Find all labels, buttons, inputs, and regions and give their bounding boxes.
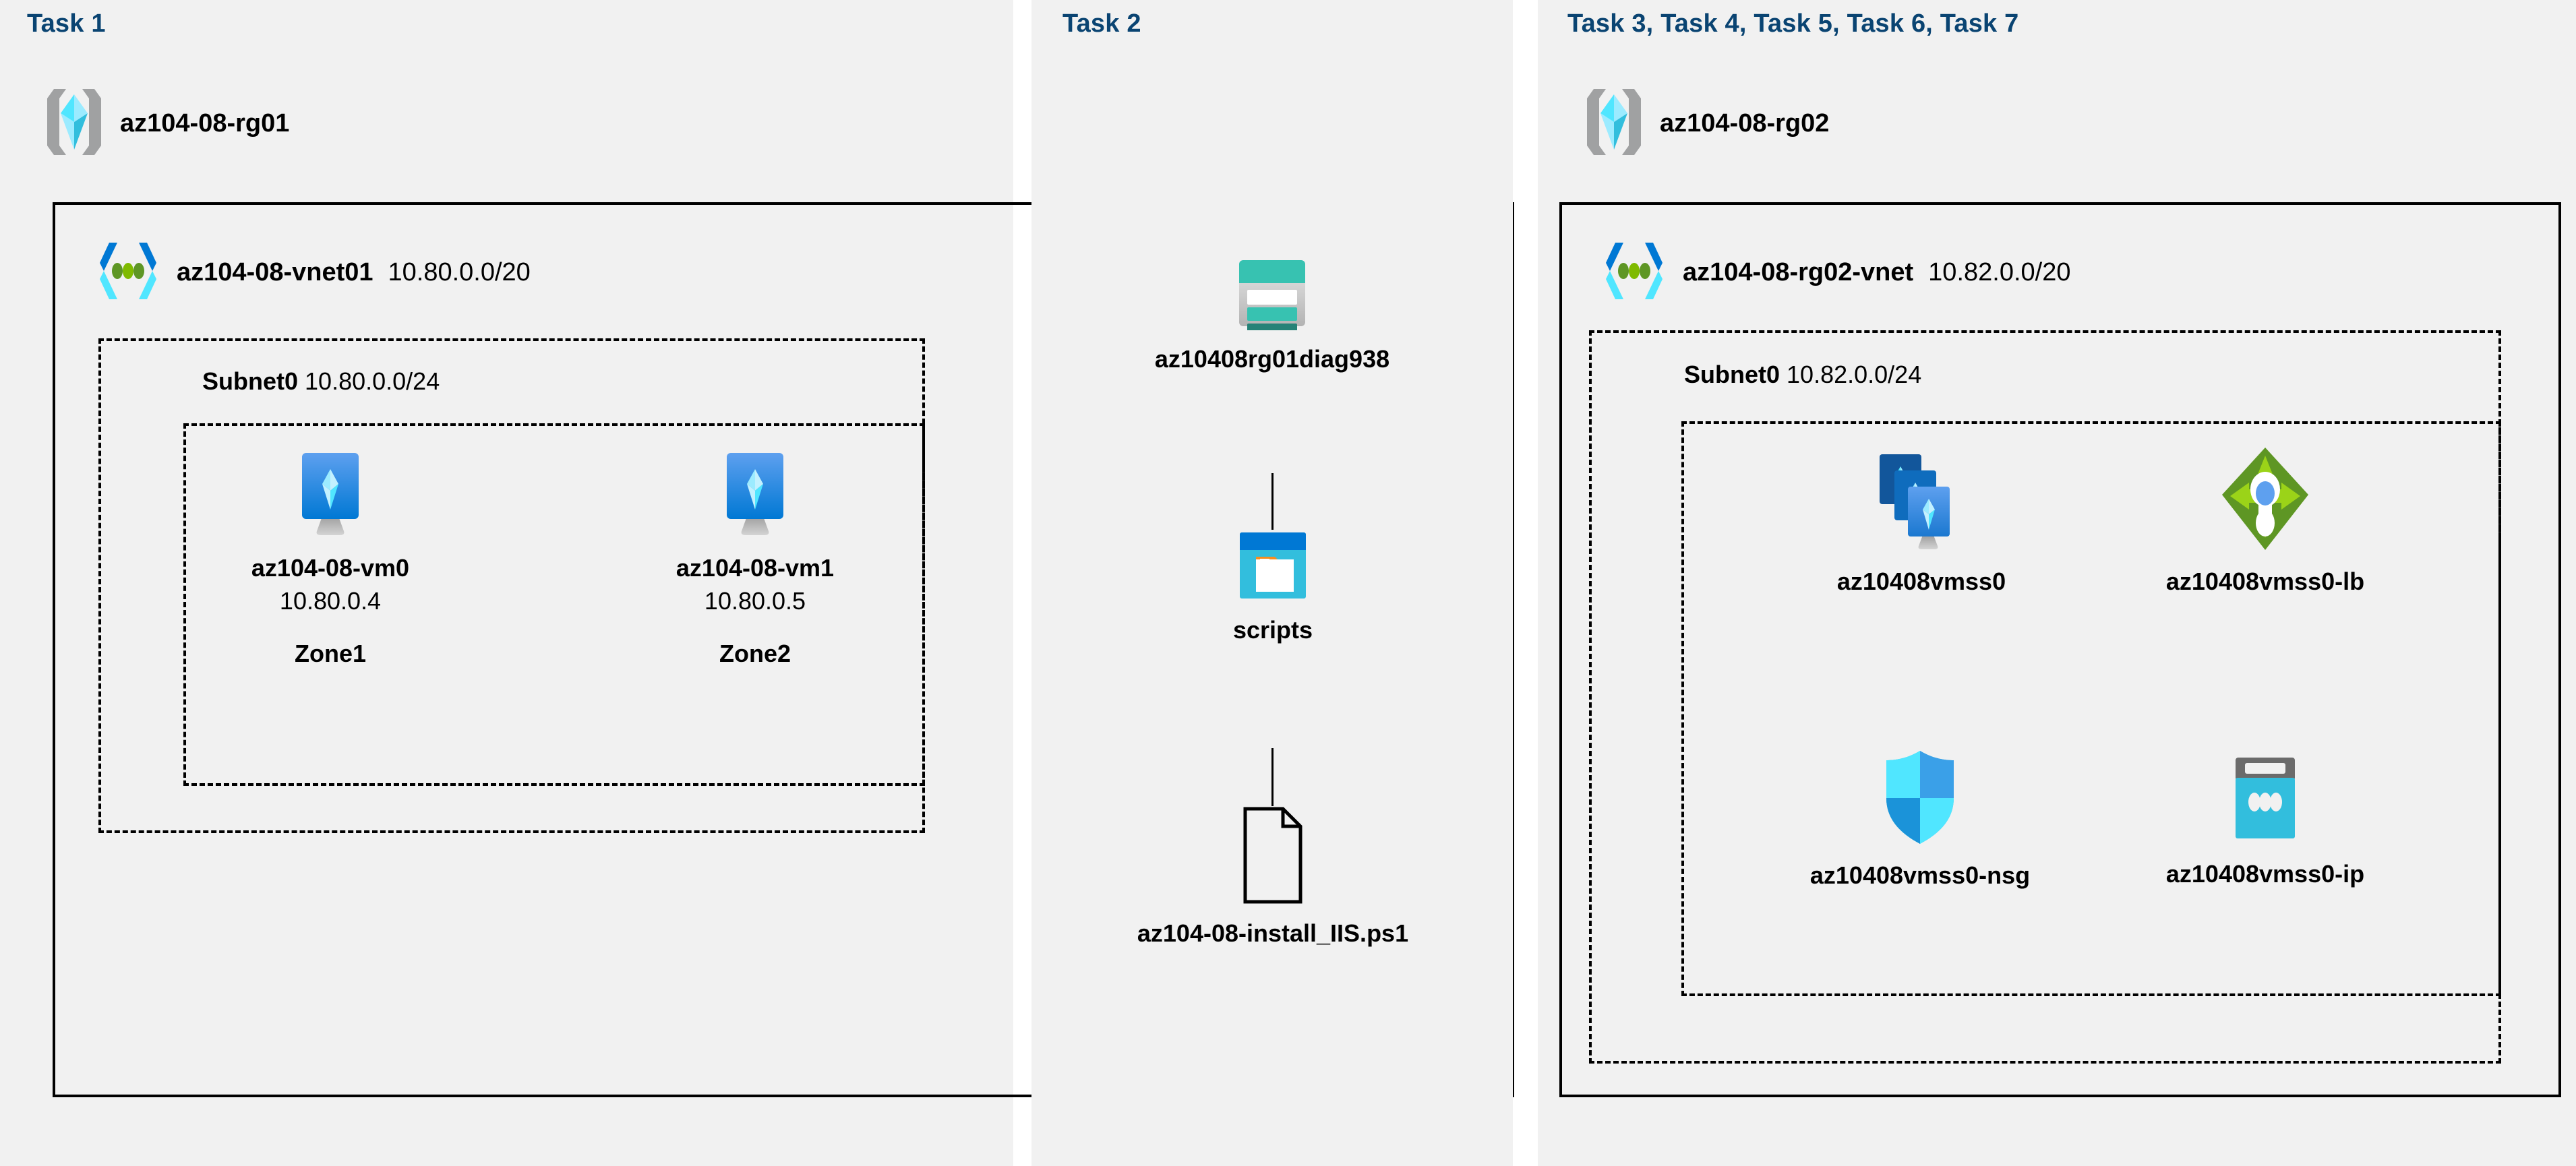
virtual-machine-icon bbox=[293, 452, 368, 543]
task3-resource-group-box bbox=[1681, 421, 2501, 996]
task3-subnet-title: Subnet0 10.82.0.0/24 bbox=[1684, 361, 1921, 389]
load-balancer-icon bbox=[2218, 445, 2312, 556]
task1-subnet-title: Subnet0 10.80.0.0/24 bbox=[202, 367, 440, 396]
blob-container-name: scripts bbox=[1232, 616, 1313, 644]
task3-subnet-cidr: 10.82.0.0/24 bbox=[1787, 361, 1922, 388]
task3-resource-group: az104-08-rg02 bbox=[1586, 88, 1829, 160]
vmss-node: az10408vmss0 bbox=[1780, 452, 2063, 596]
file-icon bbox=[1241, 806, 1305, 908]
connector-storage-to-container bbox=[1271, 473, 1274, 530]
nsg-node: az10408vmss0-nsg bbox=[1751, 748, 2089, 890]
load-balancer-node: az10408vmss0-lb bbox=[2117, 445, 2414, 596]
network-security-group-icon bbox=[1880, 748, 1960, 850]
vmss-name: az10408vmss0 bbox=[1836, 567, 2006, 595]
vm0-zone: Zone1 bbox=[294, 639, 366, 667]
task1-resource-group-name: az104-08-rg01 bbox=[120, 109, 290, 137]
blob-container-node: scripts bbox=[1224, 531, 1321, 645]
virtual-network-icon bbox=[1600, 237, 1668, 308]
vm1-zone: Zone2 bbox=[719, 639, 791, 667]
task1-vnet-name: az104-08-vnet01 bbox=[177, 258, 373, 286]
resource-group-icon bbox=[46, 88, 102, 160]
task1-vnet-cidr: 10.80.0.0/20 bbox=[388, 258, 531, 286]
file-node: az104-08-install_IIS.ps1 bbox=[1106, 806, 1440, 948]
file-name: az104-08-install_IIS.ps1 bbox=[1137, 919, 1409, 947]
task3-label: Task 3, Task 4, Task 5, Task 6, Task 7 bbox=[1567, 9, 2019, 38]
storage-account-node: az10408rg01diag938 bbox=[1129, 256, 1415, 374]
task3-subnet-name: Subnet0 bbox=[1684, 361, 1780, 388]
vm1-ip: 10.80.0.5 bbox=[704, 586, 806, 615]
blob-container-icon bbox=[1236, 531, 1310, 605]
task2-label: Task 2 bbox=[1062, 9, 1141, 38]
public-ip-name: az10408vmss0-ip bbox=[2165, 860, 2365, 888]
connector-container-to-file bbox=[1271, 748, 1274, 806]
load-balancer-name: az10408vmss0-lb bbox=[2165, 567, 2365, 595]
task3-vnet-box bbox=[1559, 202, 2561, 1097]
nsg-name: az10408vmss0-nsg bbox=[1809, 861, 2031, 889]
task1-vnet-box bbox=[53, 202, 1514, 1097]
public-ip-address-icon bbox=[2226, 754, 2304, 849]
task3-panel bbox=[1538, 0, 2576, 1166]
resource-group-icon bbox=[1586, 88, 1642, 160]
storage-account-icon bbox=[1235, 256, 1309, 336]
task1-subnet-cidr: 10.80.0.0/24 bbox=[305, 367, 440, 395]
vm1-name: az104-08-vm1 bbox=[676, 554, 835, 582]
storage-account-name: az10408rg01diag938 bbox=[1154, 345, 1390, 373]
vm-scale-set-icon bbox=[1874, 452, 1969, 556]
task1-resource-group: az104-08-rg01 bbox=[46, 88, 289, 160]
task3-vnet-header: az104-08-rg02-vnet 10.82.0.0/20 bbox=[1600, 237, 2070, 308]
task1-vnet-header: az104-08-vnet01 10.80.0.0/20 bbox=[94, 237, 531, 308]
task1-subnet-name: Subnet0 bbox=[202, 367, 299, 395]
virtual-machine-icon bbox=[717, 452, 793, 543]
task3-vnet-name: az104-08-rg02-vnet bbox=[1683, 258, 1914, 286]
task1-zone-group-box bbox=[183, 423, 925, 786]
vm0-ip: 10.80.0.4 bbox=[279, 586, 382, 615]
vm-node-az104-08-vm1: az104-08-vm1 10.80.0.5 Zone2 bbox=[674, 452, 836, 668]
task1-panel bbox=[0, 0, 1013, 1166]
task3-resource-group-name: az104-08-rg02 bbox=[1660, 109, 1830, 137]
virtual-network-icon bbox=[94, 237, 162, 308]
vm0-name: az104-08-vm0 bbox=[251, 554, 410, 582]
public-ip-node: az10408vmss0-ip bbox=[2137, 754, 2393, 889]
task1-label: Task 1 bbox=[27, 9, 106, 38]
vm-node-az104-08-vm0: az104-08-vm0 10.80.0.4 Zone1 bbox=[249, 452, 411, 668]
task3-vnet-cidr: 10.82.0.0/20 bbox=[1928, 258, 2071, 286]
